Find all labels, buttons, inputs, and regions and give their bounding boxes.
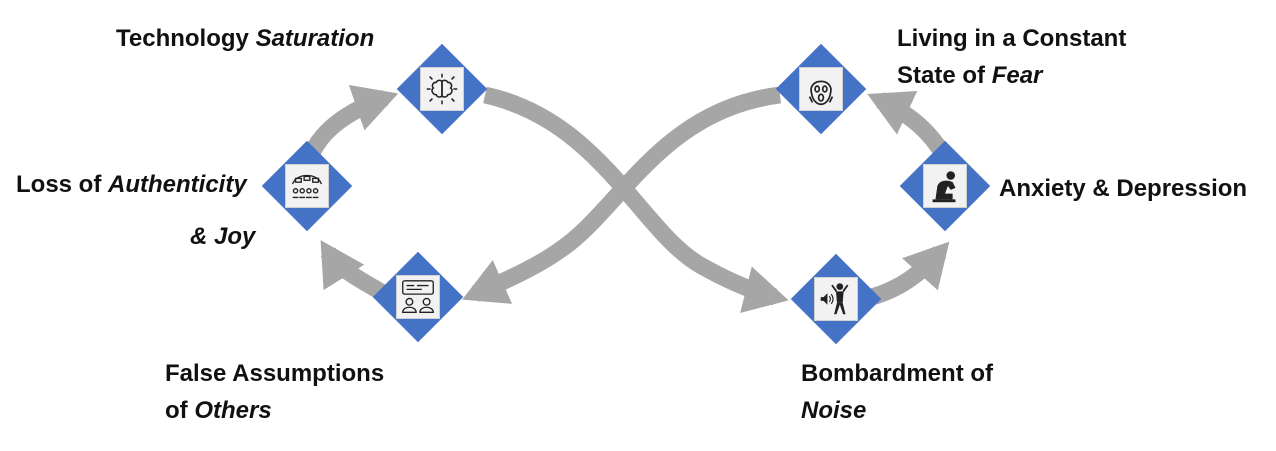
label-emphasis: Fear <box>991 62 1043 89</box>
label-line-2: State of Fear <box>897 57 1126 94</box>
arrow-saturation-to-noise <box>483 86 789 314</box>
label-line-2: of Others <box>165 392 384 429</box>
head-in-hands-icon <box>923 164 967 208</box>
label-bombardment-noise: Bombardment of Noise <box>801 355 993 429</box>
label-emphasis: Saturation <box>255 25 375 52</box>
label-emphasis: Authenticity <box>108 171 247 198</box>
label-authenticity: Loss of Authenticity <box>16 166 247 203</box>
node-authenticity <box>261 140 353 232</box>
label-line-1: False Assumptions <box>165 360 385 387</box>
node-anxiety-depression <box>899 140 991 232</box>
people-speech-icon <box>396 275 440 319</box>
label-emphasis: & Joy <box>190 223 256 250</box>
label-authenticity-line-2: & Joy <box>190 218 255 255</box>
label-plain: Technology <box>116 25 256 52</box>
label-anxiety-depression: Anxiety & Depression <box>999 170 1247 207</box>
node-bombardment-noise <box>790 253 882 345</box>
label-plain: of <box>165 397 195 424</box>
brain-network-icon <box>420 67 464 111</box>
label-plain: Loss of <box>16 171 109 198</box>
node-fear <box>775 43 867 135</box>
node-technology-saturation <box>396 43 488 135</box>
label-emphasis: Noise <box>801 397 867 424</box>
label-plain: State of <box>897 62 992 89</box>
label-text: Anxiety & Depression <box>999 175 1248 202</box>
label-line-2: Noise <box>801 392 993 429</box>
arrow-fear-to-assumptions <box>462 86 782 304</box>
node-false-assumptions <box>372 251 464 343</box>
label-line-1: Living in a Constant <box>897 25 1127 52</box>
label-technology-saturation: Technology Saturation <box>116 20 374 57</box>
scream-face-icon <box>799 67 843 111</box>
loud-noise-icon <box>814 277 858 321</box>
audience-crowd-icon <box>285 164 329 208</box>
label-fear: Living in a Constant State of Fear <box>897 20 1126 94</box>
arrow-assumptions-to-authenticity <box>320 240 388 301</box>
label-line-1: Bombardment of <box>801 360 993 387</box>
label-false-assumptions: False Assumptions of Others <box>165 355 384 429</box>
label-emphasis: Others <box>194 397 272 424</box>
